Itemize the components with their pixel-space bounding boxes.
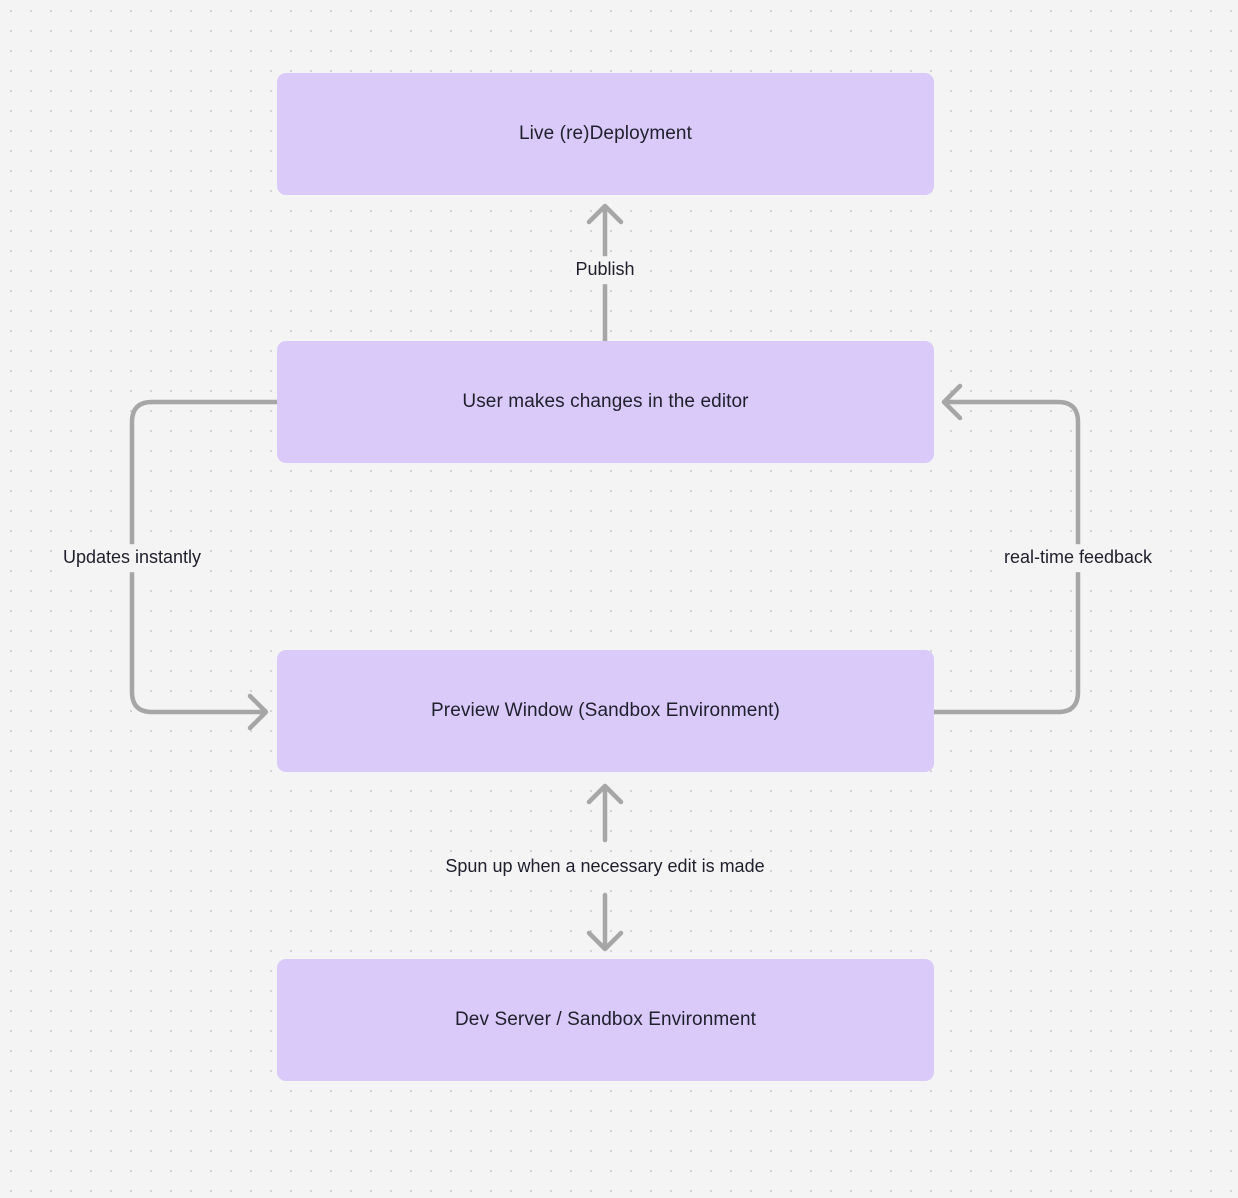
node-label: User makes changes in the editor [462, 391, 749, 413]
edge-label-spun-up: Spun up when a necessary edit is made [440, 853, 770, 881]
node-dev-server[interactable]: Dev Server / Sandbox Environment [277, 959, 934, 1081]
node-label: Dev Server / Sandbox Environment [454, 1009, 756, 1031]
node-label: Preview Window (Sandbox Environment) [431, 700, 780, 722]
edge-label-real-time-feedback: real-time feedback [998, 544, 1158, 572]
edge-label-updates-instantly: Updates instantly [57, 544, 207, 572]
edge-label-publish: Publish [570, 256, 640, 284]
node-live-redeployment[interactable]: Live (re)Deployment [277, 73, 934, 195]
node-preview-window[interactable]: Preview Window (Sandbox Environment) [277, 650, 934, 772]
node-user-makes-changes[interactable]: User makes changes in the editor [277, 341, 934, 463]
node-label: Live (re)Deployment [519, 123, 692, 145]
